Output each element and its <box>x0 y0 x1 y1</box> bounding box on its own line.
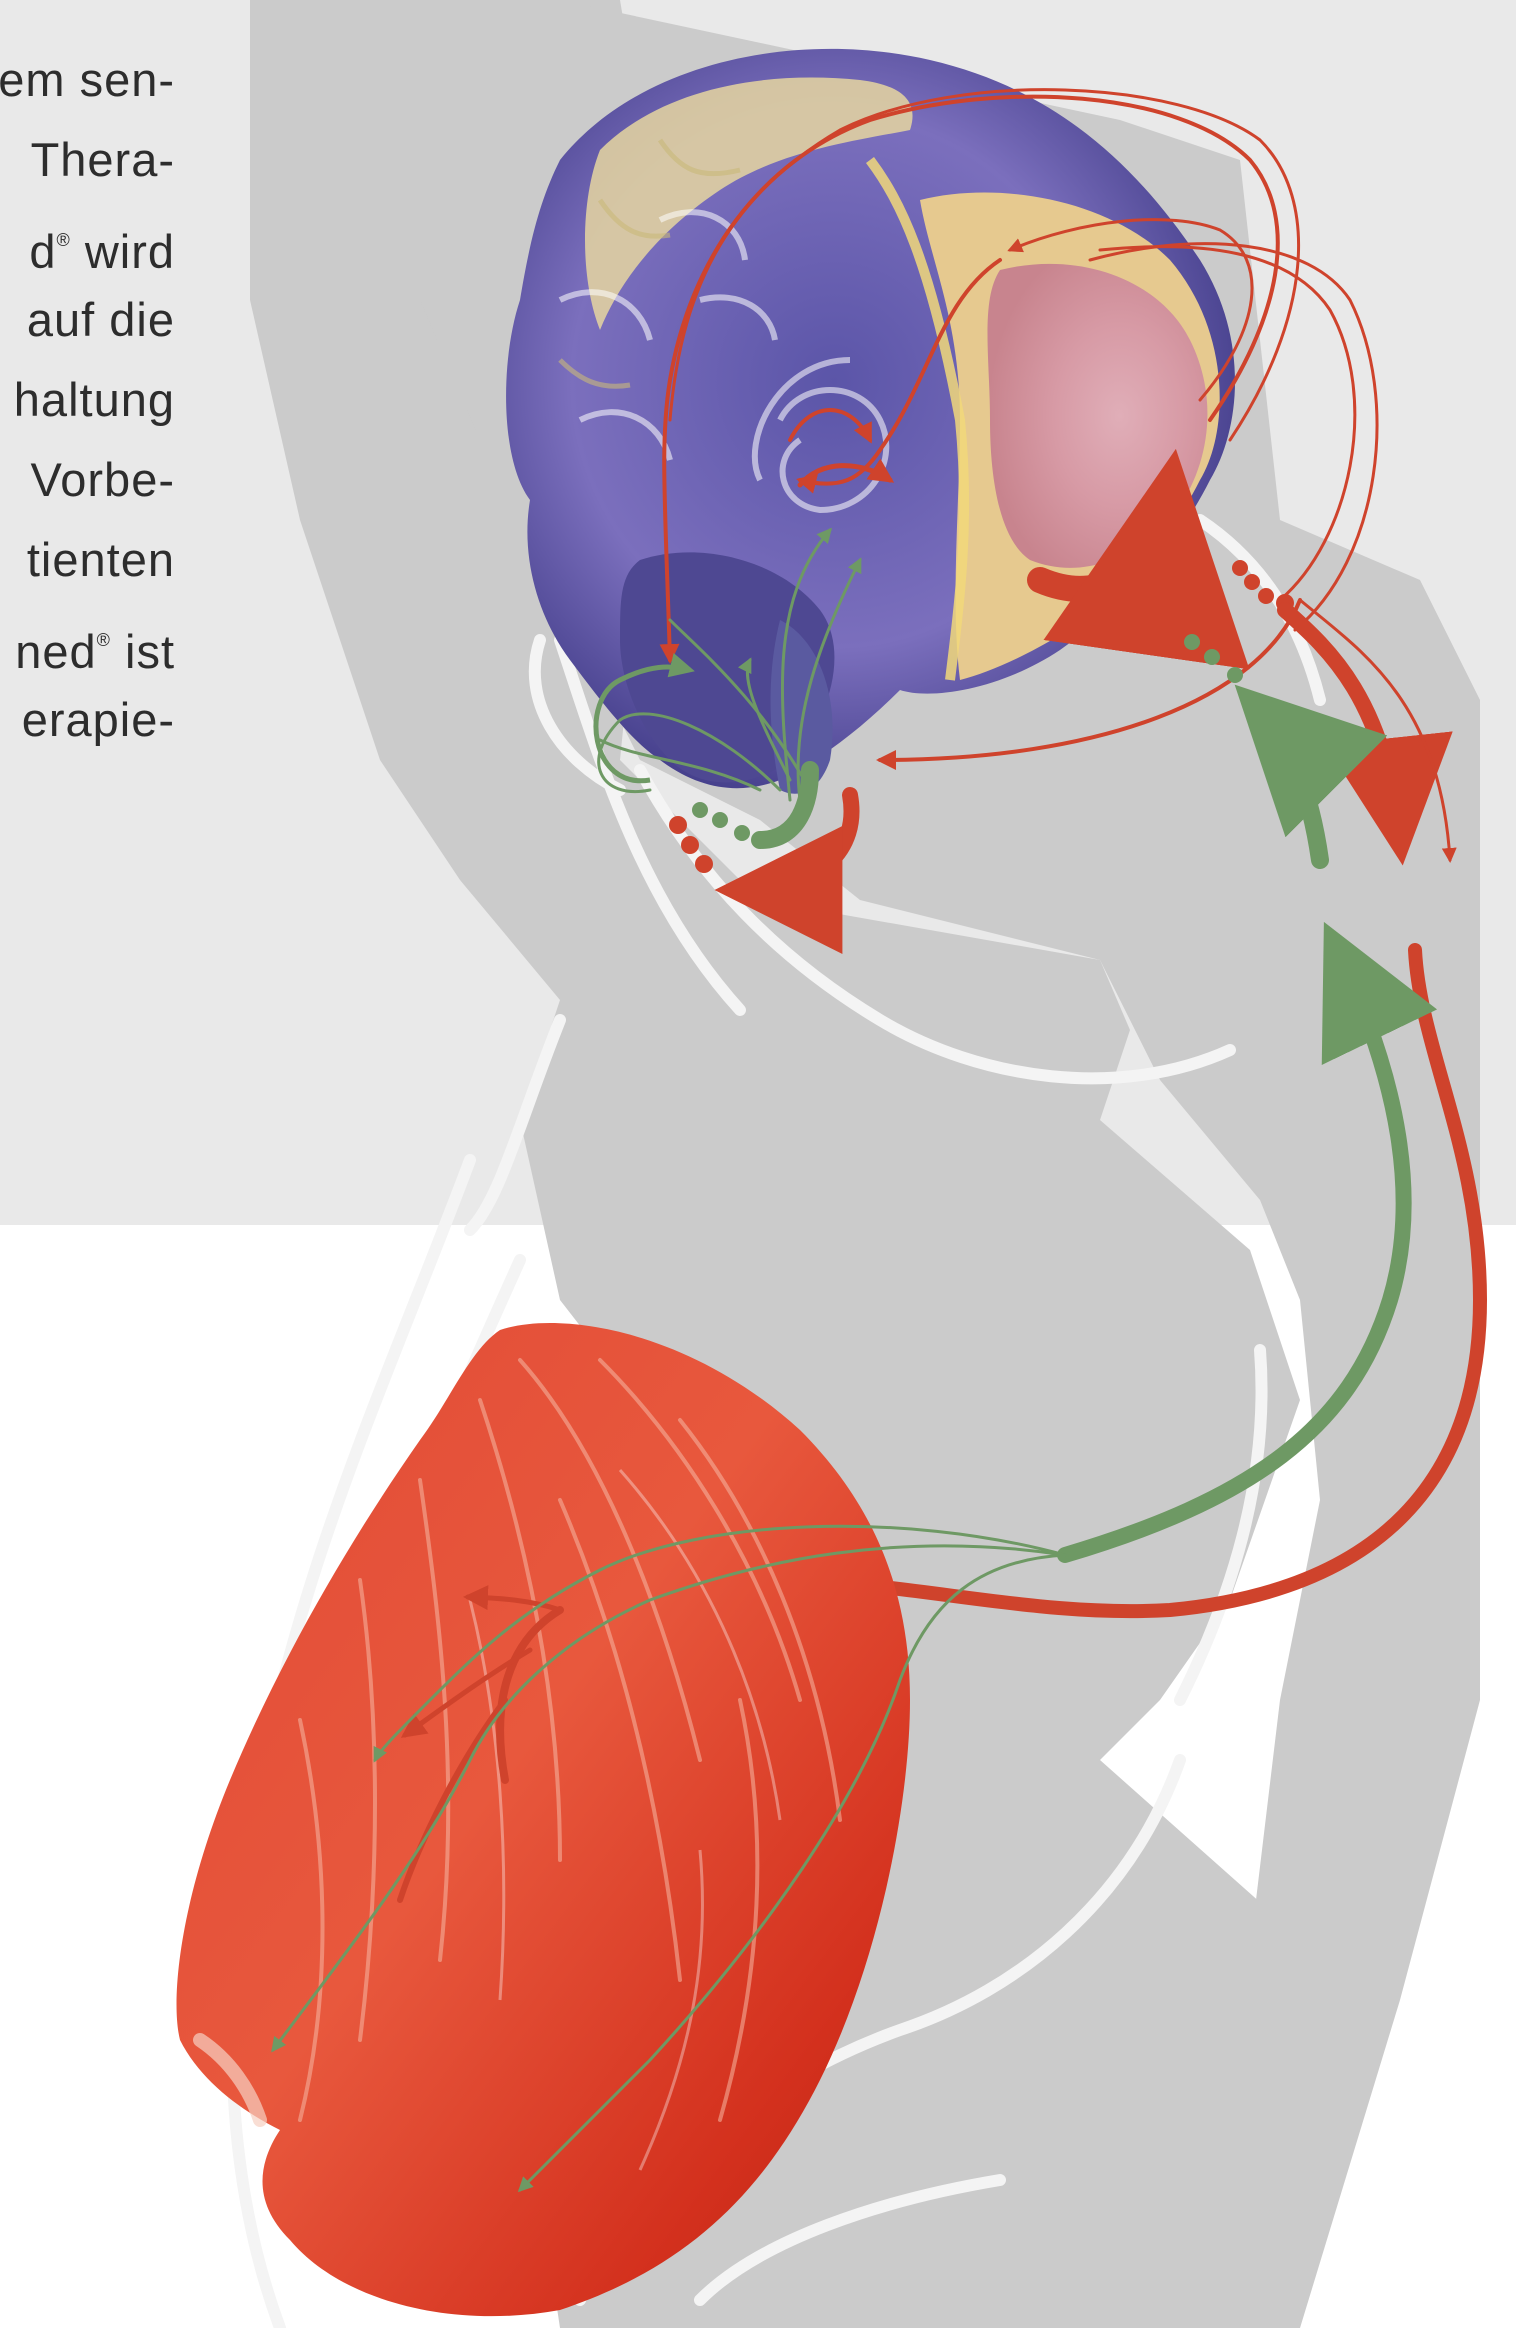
text-line-7: tienten <box>27 520 175 600</box>
text-line-4: auf die <box>27 280 175 360</box>
text-line-2: Thera- <box>31 120 175 200</box>
text-line-5: haltung <box>14 360 175 440</box>
text-line-3: d® wird <box>29 200 175 292</box>
registered-mark: ® <box>97 630 111 650</box>
text-fragment: em sen- Thera- d® wird auf die haltung V… <box>0 40 175 760</box>
registered-mark: ® <box>57 230 71 250</box>
text-line-1: em sen- <box>0 40 175 120</box>
text-line-6: Vorbe- <box>31 440 175 520</box>
text-line-9: erapie- <box>22 680 175 760</box>
text-line-8: ned® ist <box>15 600 175 692</box>
